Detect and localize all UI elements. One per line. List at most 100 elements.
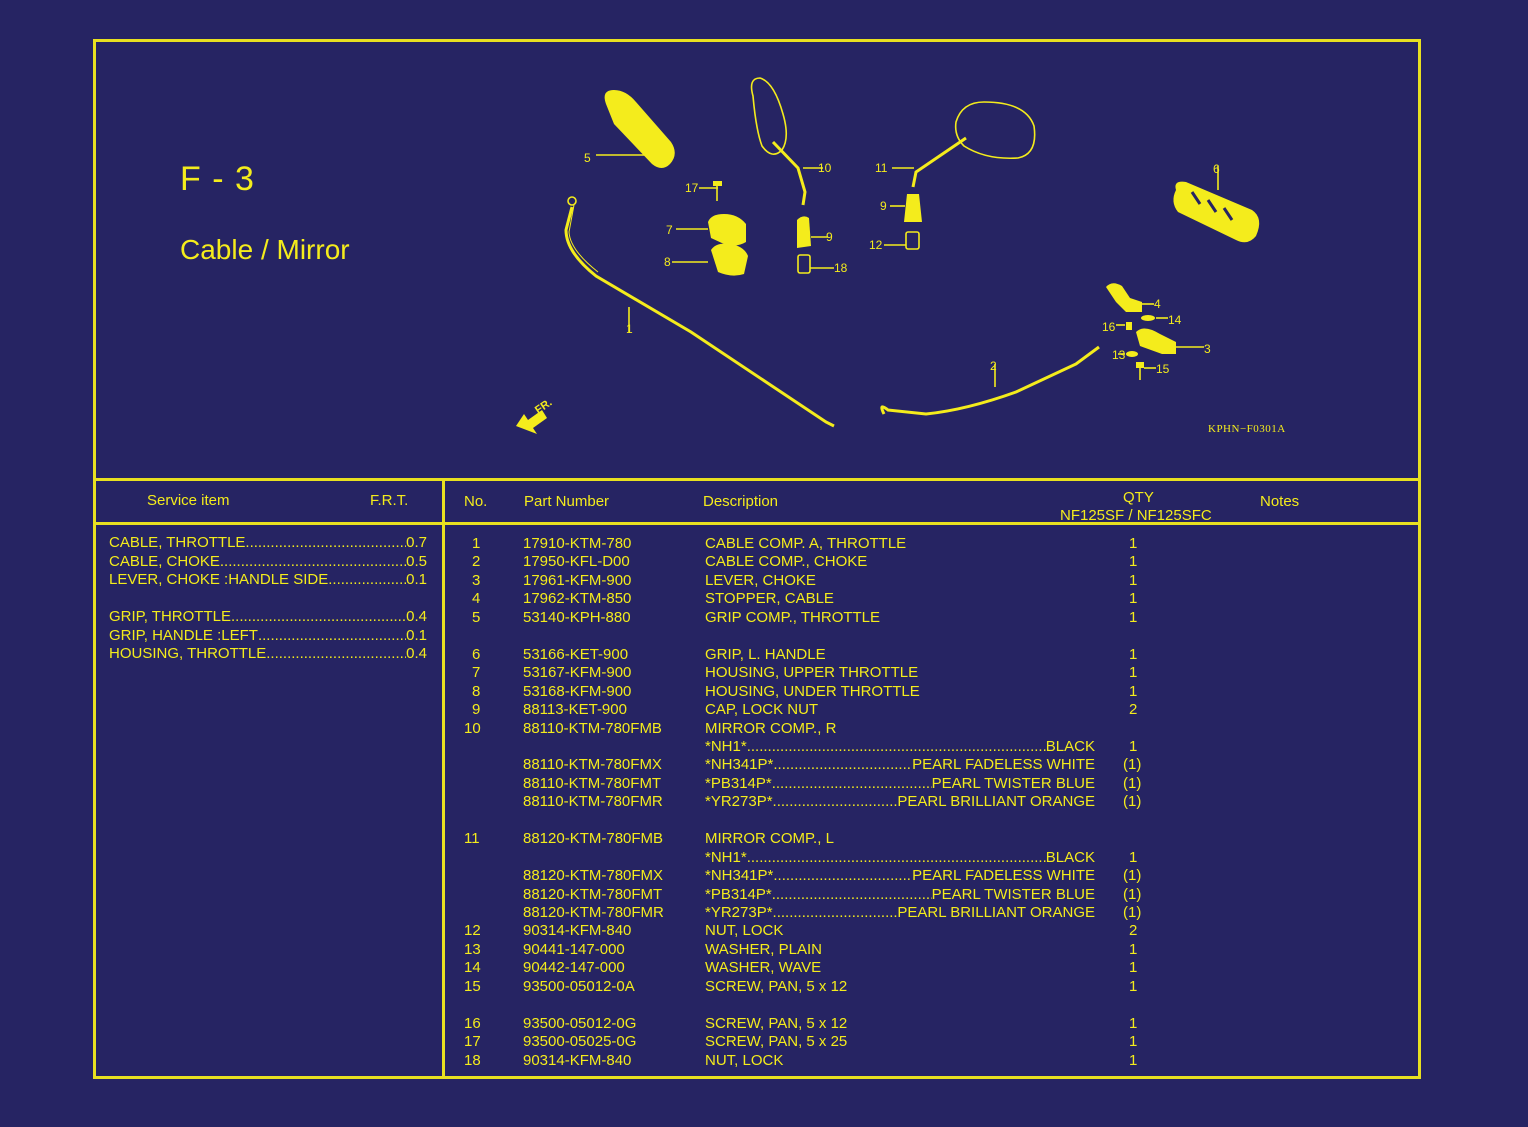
leader-dots xyxy=(773,904,898,921)
part-quantity: 1 xyxy=(1129,1051,1138,1069)
part-quantity: 1 xyxy=(1129,590,1138,608)
choke-lever-part xyxy=(1106,283,1204,380)
part-number: 17910-KTM-780 xyxy=(523,535,632,552)
part-ref-number: 18 xyxy=(464,1051,481,1069)
part-number: 17961-KFM-900 xyxy=(523,571,632,589)
part-number: 88110-KTM-780FMB xyxy=(523,719,662,737)
service-item-row: CABLE, THROTTLE0.7 xyxy=(109,534,427,552)
part-description: MIRROR COMP., L xyxy=(705,830,834,848)
frt-header: F.R.T. xyxy=(370,492,409,509)
color-name: PEARL TWISTER BLUE xyxy=(931,774,1095,792)
part-number: 17962-KTM-850 xyxy=(523,590,632,608)
part-quantity: 1 xyxy=(1129,1033,1138,1051)
service-item-name: GRIP, THROTTLE xyxy=(109,608,231,625)
qty-header: QTY xyxy=(1123,489,1154,506)
part-description: NUT, LOCK xyxy=(705,1051,784,1069)
service-item-row: HOUSING, THROTTLE0.4 xyxy=(109,645,427,663)
part-ref-number: 10 xyxy=(464,719,481,737)
service-frt-value: 0.4 xyxy=(406,645,427,662)
color-code: *NH1* xyxy=(705,848,747,866)
part-quantity: (1) xyxy=(1123,793,1142,811)
part-number: 53167-KFM-900 xyxy=(523,664,632,682)
callout-number: 6 xyxy=(1213,162,1220,176)
service-item-name: LEVER, CHOKE :HANDLE SIDE xyxy=(109,571,329,588)
leader-dots xyxy=(772,886,932,903)
part-quantity: 1 xyxy=(1129,608,1138,626)
figure-code: KPHN−F0301A xyxy=(1208,423,1286,435)
part-ref-number: 15 xyxy=(464,977,481,995)
leader-dots xyxy=(220,553,406,571)
leader-dots xyxy=(773,756,912,773)
leader-dots xyxy=(266,645,406,663)
color-code: *NH1* xyxy=(705,737,747,755)
color-variant-description: *YR273P*PEARL BRILLIANT ORANGE xyxy=(705,793,1095,810)
part-number: 88120-KTM-780FMB xyxy=(523,830,664,848)
color-name: BLACK xyxy=(1045,848,1095,866)
part-description: CABLE COMP. A, THROTTLE xyxy=(705,535,907,552)
color-variant-description: *PB314P*PEARL TWISTER BLUE xyxy=(705,886,1095,903)
diagram-area: F - 3 Cable / Mirror xyxy=(96,42,1418,478)
leader-dots xyxy=(245,534,406,552)
part-quantity: 1 xyxy=(1129,553,1138,571)
callout-number: 15 xyxy=(1156,362,1170,376)
part-quantity: 1 xyxy=(1129,959,1138,977)
color-name: BLACK xyxy=(1045,737,1095,755)
part-number: 88110-KTM-780FMR xyxy=(523,793,663,811)
callout-number: 12 xyxy=(869,238,883,252)
part-description: SCREW, PAN, 5 x 12 xyxy=(705,977,848,995)
leader-dots xyxy=(258,627,406,645)
callout-number: 3 xyxy=(1204,342,1211,356)
part-number: 88113-KET-900 xyxy=(523,701,627,719)
part-quantity: 1 xyxy=(1129,571,1138,589)
section-title: Cable / Mirror xyxy=(180,234,350,265)
part-description: SCREW, PAN, 5 x 12 xyxy=(705,1014,848,1032)
leader-dots xyxy=(773,793,898,810)
color-name: PEARL BRILLIANT ORANGE xyxy=(897,793,1095,811)
notes-header: Notes xyxy=(1260,493,1300,510)
part-number: 88110-KTM-780FMX xyxy=(523,756,662,774)
part-quantity: (1) xyxy=(1123,867,1142,885)
part-ref-number: 8 xyxy=(472,682,481,700)
callout-number: 4 xyxy=(1154,297,1161,311)
color-code: *YR273P* xyxy=(705,904,773,921)
callout-number: 5 xyxy=(584,151,591,165)
part-ref-number: 2 xyxy=(472,553,481,571)
service-item-name: GRIP, HANDLE :LEFT xyxy=(109,626,258,644)
service-frt-value: 0.5 xyxy=(406,552,427,570)
part-ref-number: 14 xyxy=(464,959,481,977)
description-header: Description xyxy=(703,493,779,510)
part-description: WASHER, WAVE xyxy=(705,959,822,977)
callout-number: 16 xyxy=(1102,320,1116,334)
no-header: No. xyxy=(464,493,488,510)
mirror-left-part xyxy=(884,101,1036,250)
qty-models-header: NF125SF / NF125SFC xyxy=(1060,507,1212,524)
part-description: HOUSING, UNDER THROTTLE xyxy=(705,682,920,700)
part-quantity: 1 xyxy=(1129,535,1138,552)
service-frt-value: 0.4 xyxy=(406,608,427,625)
color-name: PEARL TWISTER BLUE xyxy=(931,885,1095,903)
color-code: *NH341P* xyxy=(705,867,774,885)
header-bottom-rule xyxy=(96,522,1418,525)
callout-number: 11 xyxy=(875,161,888,175)
mirror-right-part xyxy=(750,77,834,274)
color-variant-description: *NH341P*PEARL FADELESS WHITE xyxy=(705,756,1095,773)
screw-part-17 xyxy=(699,181,722,201)
part-ref-number: 11 xyxy=(464,830,480,848)
part-ref-number: 7 xyxy=(472,664,481,682)
service-item-row: GRIP, THROTTLE 0.4 xyxy=(109,608,427,626)
part-number: 93500-05012-0A xyxy=(523,977,635,995)
part-number: 53168-KFM-900 xyxy=(523,682,632,700)
front-arrow-label: FR. xyxy=(533,397,554,417)
part-quantity: 2 xyxy=(1129,701,1138,719)
part-number: 93500-05025-0G xyxy=(523,1033,637,1051)
part-number: 53166-KET-900 xyxy=(523,645,629,663)
part-number: 88120-KTM-780FMR xyxy=(523,904,664,921)
part-ref-number: 17 xyxy=(464,1033,481,1051)
part-description: GRIP COMP., THROTTLE xyxy=(705,608,881,626)
part-quantity: 2 xyxy=(1129,922,1138,940)
service-item-name: CABLE, CHOKE xyxy=(109,552,220,570)
leader-dots xyxy=(747,738,1046,755)
choke-cable-part xyxy=(880,345,1100,416)
